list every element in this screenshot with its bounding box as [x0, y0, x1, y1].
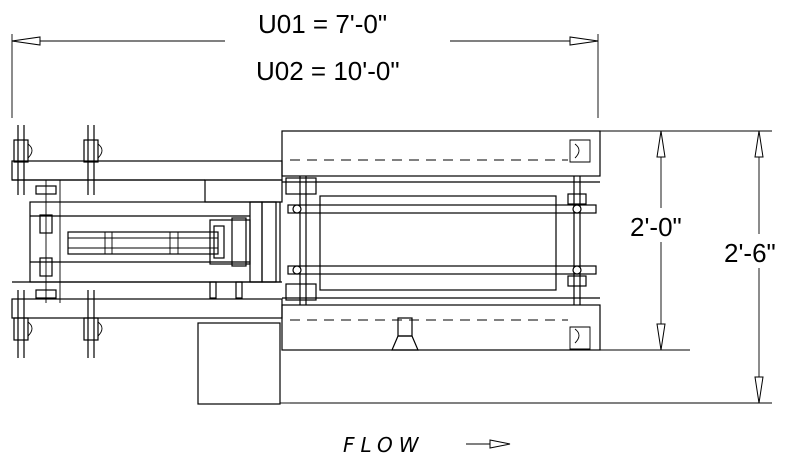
outer-width-dimension: 2'-6" [290, 130, 786, 404]
outer-width-arrow-bottom [754, 376, 764, 404]
outer-width-label: 2'-6" [724, 238, 776, 268]
outer-width-arrow-top [754, 130, 764, 158]
length-arrow-left [11, 36, 41, 46]
length-dimension: U01 = 7'-0" U02 = 10'-0" [11, 9, 599, 118]
conveyor-section [281, 130, 601, 351]
length-arrow-right [569, 36, 599, 46]
u02-length-label: U02 = 10'-0" [256, 56, 400, 86]
inner-width-arrow-bottom [656, 323, 666, 351]
flow-arrow-icon [489, 439, 511, 449]
flow-indicator: FLOW [343, 433, 511, 457]
control-box [197, 322, 281, 405]
flow-label: FLOW [343, 433, 425, 457]
inner-width-label: 2'-0" [630, 212, 682, 242]
inner-width-arrow-top [656, 130, 666, 158]
inner-width-dimension: 2'-0" [600, 130, 694, 351]
u01-length-label: U01 = 7'-0" [258, 9, 387, 39]
